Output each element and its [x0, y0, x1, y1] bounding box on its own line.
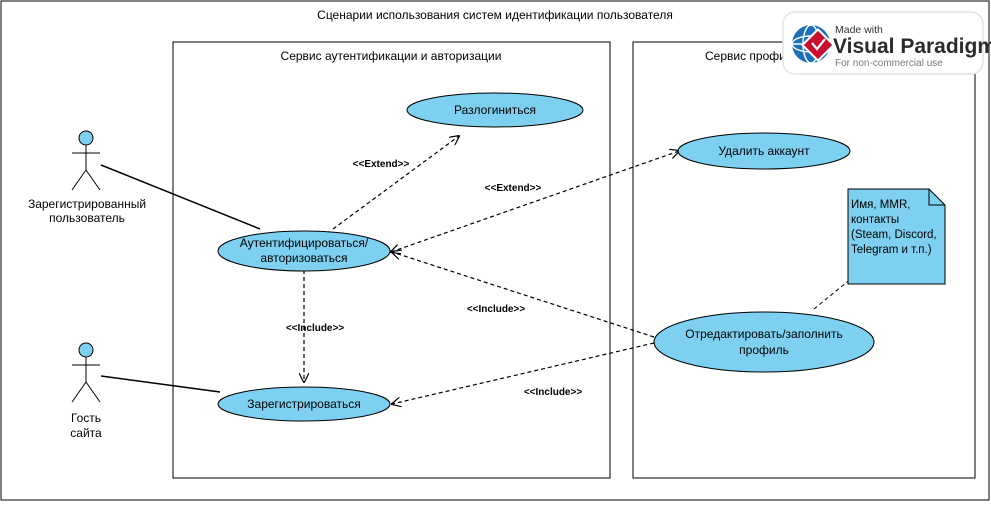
stereotype-include-register: <<Include>> — [286, 323, 345, 334]
stereotype-include-edit-register: <<Include>> — [524, 387, 583, 398]
diagram-title: Сценарии использования систем идентифика… — [317, 8, 673, 22]
use-case-register[interactable]: Зарегистрироваться — [217, 386, 391, 422]
actor-registered-user[interactable]: Зарегистрированный пользователь — [28, 130, 146, 225]
extend-auth-delete-arrow — [391, 151, 679, 252]
note-line-2: контакты — [851, 214, 899, 226]
use-case-label: Удалить аккаунт — [718, 144, 810, 158]
use-case-authenticate[interactable]: Аутентифицироваться/ авторизоваться — [217, 230, 391, 272]
stereotype-include-edit-auth: <<Include>> — [467, 304, 526, 315]
note-line-1: Имя, MMR, — [851, 199, 910, 211]
note-line-4: Telegram и т.п.) — [851, 244, 932, 256]
include-edit-register-arrow — [392, 342, 655, 404]
note-profile-fields[interactable]: Имя, MMR, контакты (Steam, Discord, Tele… — [847, 188, 946, 285]
use-case-label: Разлогиниться — [454, 103, 536, 117]
use-case-label-line1: Аутентифицироваться/ — [240, 236, 369, 250]
system-label-profile: Сервис профиля — [705, 49, 799, 63]
actor-label-line1: Гость — [71, 411, 101, 425]
association-guest-register — [100, 375, 221, 393]
system-label-auth: Сервис аутентификации и авторизации — [281, 49, 502, 63]
actor-label-line2: сайта — [70, 426, 102, 440]
association-registered-auth — [100, 164, 261, 230]
visual-paradigm-logo-icon — [791, 24, 835, 64]
watermark-sub: For non-commercial use — [835, 58, 943, 69]
use-case-logout[interactable]: Разлогиниться — [406, 92, 584, 128]
use-case-label: Зарегистрироваться — [247, 397, 360, 411]
use-case-label-line2: авторизоваться — [260, 251, 347, 265]
actor-label-line1: Зарегистрированный — [28, 197, 146, 211]
watermark-badge: Made with Visual Paradigm For non-commer… — [782, 11, 991, 75]
stereotype-extend-logout: <<Extend>> — [353, 159, 410, 170]
use-case-edit-profile[interactable]: Отредактировать/заполнить профиль — [653, 311, 875, 373]
note-anchor-line — [813, 277, 853, 310]
watermark-made-with: Made with — [835, 24, 883, 36]
note-line-3: (Steam, Discord, — [851, 229, 937, 241]
use-case-delete-account[interactable]: Удалить аккаунт — [677, 132, 851, 170]
use-case-label-line1: Отредактировать/заполнить — [685, 327, 842, 341]
actor-label-line2: пользователь — [49, 211, 125, 225]
include-edit-auth-arrow — [392, 252, 655, 338]
watermark-brand: Visual Paradigm — [833, 35, 991, 58]
stereotype-extend-delete: <<Extend>> — [485, 183, 542, 194]
actor-guest[interactable]: Гость сайта — [70, 342, 102, 440]
use-case-label-line2: профиль — [739, 343, 789, 357]
actor-stick-figure-icon — [71, 342, 101, 403]
actor-stick-figure-icon — [71, 130, 101, 191]
